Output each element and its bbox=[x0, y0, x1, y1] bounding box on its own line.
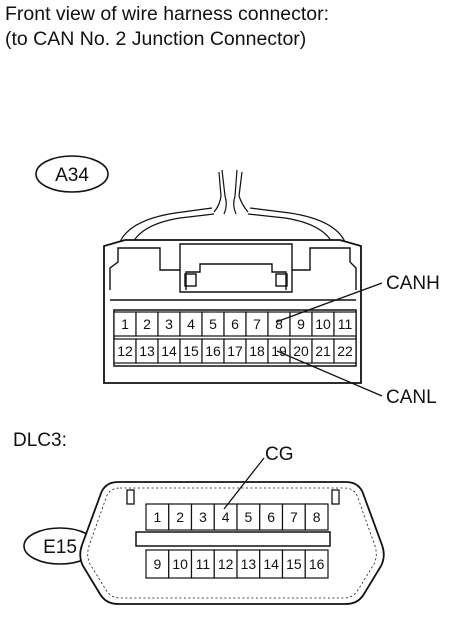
a34-pin-number: 7 bbox=[253, 316, 261, 332]
connector-a34-tag-outline bbox=[35, 155, 109, 193]
dlc3-left-key bbox=[126, 489, 135, 505]
a34-pin-number: 20 bbox=[293, 343, 309, 359]
dlc3-pin-number: 3 bbox=[199, 509, 207, 525]
dlc3-right-key bbox=[331, 489, 340, 505]
dlc3-pin-number: 6 bbox=[267, 509, 275, 525]
dlc3-pin-number: 7 bbox=[290, 509, 298, 525]
a34-pin-cell bbox=[333, 338, 357, 364]
a34-pin-number: 2 bbox=[143, 316, 151, 332]
diagram-title-line2: (to CAN No. 2 Junction Connector) bbox=[5, 28, 307, 50]
a34-pin-number: 8 bbox=[275, 316, 283, 332]
dlc3-pin-number: 12 bbox=[218, 556, 234, 572]
dlc3-pin-number: 10 bbox=[172, 556, 188, 572]
a34-pin-number: 19 bbox=[271, 343, 287, 359]
dlc3-pin-number: 13 bbox=[241, 556, 257, 572]
dlc3-pin-number: 14 bbox=[263, 556, 279, 572]
canl-leader-line bbox=[276, 350, 383, 397]
dlc3-inner-edge bbox=[87, 487, 377, 599]
dlc3-pin-number: 4 bbox=[222, 509, 230, 525]
a34-pin-number: 18 bbox=[249, 343, 265, 359]
a34-pin-number: 5 bbox=[209, 316, 217, 332]
dlc3-pin-number: 5 bbox=[244, 509, 252, 525]
cg-label: CG bbox=[265, 444, 294, 465]
a34-pin-number: 17 bbox=[227, 343, 243, 359]
dlc3-pin-number: 2 bbox=[176, 509, 184, 525]
a34-pin-number: 4 bbox=[187, 316, 195, 332]
connector-a34-tag: A34 bbox=[55, 165, 89, 186]
a34-pin-number: 11 bbox=[338, 316, 353, 332]
a34-pin-number: 12 bbox=[117, 343, 133, 359]
dlc3-center-bar bbox=[135, 531, 331, 547]
canh-leader-line bbox=[275, 282, 383, 323]
connector-e15-tag: E15 bbox=[43, 537, 77, 558]
dlc3-pin-number: 1 bbox=[153, 509, 161, 525]
a34-pin-number: 10 bbox=[315, 316, 331, 332]
a34-pin-number: 13 bbox=[139, 343, 155, 359]
a34-pin-number: 22 bbox=[337, 343, 353, 359]
dlc3-pin-number: 8 bbox=[313, 509, 321, 525]
dlc3-pin-cell bbox=[304, 503, 329, 531]
a34-pin-number: 3 bbox=[165, 316, 173, 332]
a34-pin-number: 21 bbox=[315, 343, 331, 359]
a34-pin-number: 1 bbox=[121, 316, 129, 332]
canh-label: CANH bbox=[386, 273, 440, 294]
a34-pin-cell bbox=[333, 311, 357, 337]
a34-pin-number: 9 bbox=[297, 316, 305, 332]
dlc3-pin-cell bbox=[304, 549, 329, 579]
connector-a34-lock bbox=[109, 243, 357, 301]
diagram-title-line1: Front view of wire harness connector: bbox=[5, 3, 330, 25]
dlc3-pin-number: 15 bbox=[286, 556, 302, 572]
a34-pin-number: 16 bbox=[205, 343, 221, 359]
wire-harness bbox=[119, 169, 346, 245]
canl-label: CANL bbox=[386, 387, 437, 408]
a34-pin-number: 15 bbox=[183, 343, 199, 359]
dlc3-pin-number: 9 bbox=[153, 556, 161, 572]
a34-pin-number: 14 bbox=[161, 343, 177, 359]
cg-leader-line bbox=[223, 457, 265, 510]
dlc3-label: DLC3: bbox=[13, 430, 67, 451]
dlc3-pin-number: 11 bbox=[196, 556, 211, 572]
a34-pin-number: 6 bbox=[231, 316, 239, 332]
dlc3-pin-number: 16 bbox=[309, 556, 325, 572]
